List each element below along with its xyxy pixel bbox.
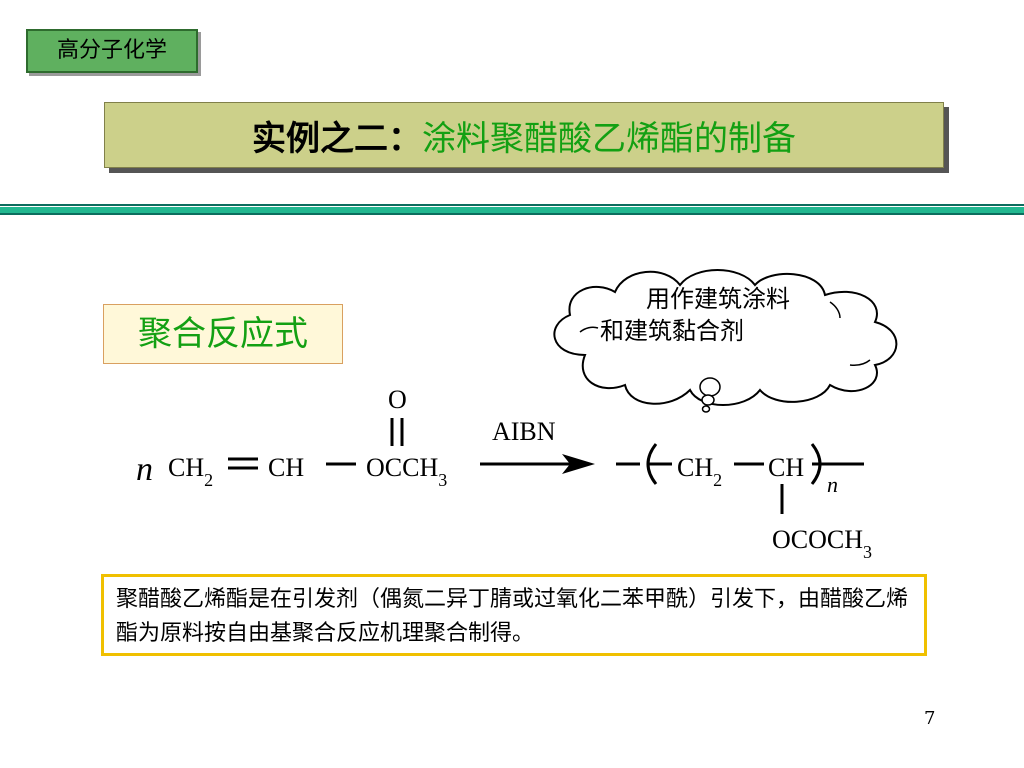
reaction-equation: n CH2 CH O OCCH3 AIBN CH2 CH n OCOCH3 bbox=[136, 385, 872, 562]
repeat-n: n bbox=[827, 472, 838, 497]
divider-line-bottom bbox=[0, 213, 1024, 215]
carbonyl-oxygen: O bbox=[388, 385, 407, 414]
catalyst-label: AIBN bbox=[492, 417, 556, 446]
page-number: 7 bbox=[924, 708, 936, 729]
callout-line-1: 用作建筑涂料 bbox=[646, 285, 790, 313]
divider-line-middle bbox=[0, 207, 1024, 213]
divider-line-top bbox=[0, 204, 1024, 206]
coefficient-n: n bbox=[136, 451, 153, 488]
reactant-ch: CH bbox=[268, 453, 304, 482]
title-main: 涂料聚醋酸乙烯酯的制备 bbox=[422, 118, 796, 159]
course-tag: 高分子化学 bbox=[26, 29, 198, 73]
callout-text: 用作建筑涂料 和建筑黏合剂 bbox=[600, 283, 850, 347]
slide-title: 实例之二： 涂料聚醋酸乙烯酯的制备 bbox=[104, 102, 944, 168]
title-prefix: 实例之二： bbox=[252, 118, 422, 159]
product-ch: CH bbox=[768, 453, 804, 482]
reactant-ester: OCCH3 bbox=[366, 453, 447, 490]
thought-bubble-icon bbox=[553, 269, 898, 413]
section-label: 聚合反应式 bbox=[103, 304, 343, 364]
reaction-arrow-head bbox=[562, 454, 595, 474]
product-ch2: CH2 bbox=[677, 453, 722, 490]
callout-line-2: 和建筑黏合剂 bbox=[600, 317, 744, 345]
reactant-ch2: CH2 bbox=[168, 453, 213, 490]
description-box: 聚醋酸乙烯酯是在引发剂（偶氮二异丁腈或过氧化二苯甲酰）引发下，由醋酸乙烯酯为原料… bbox=[101, 574, 927, 656]
product-side-chain: OCOCH3 bbox=[772, 525, 872, 562]
